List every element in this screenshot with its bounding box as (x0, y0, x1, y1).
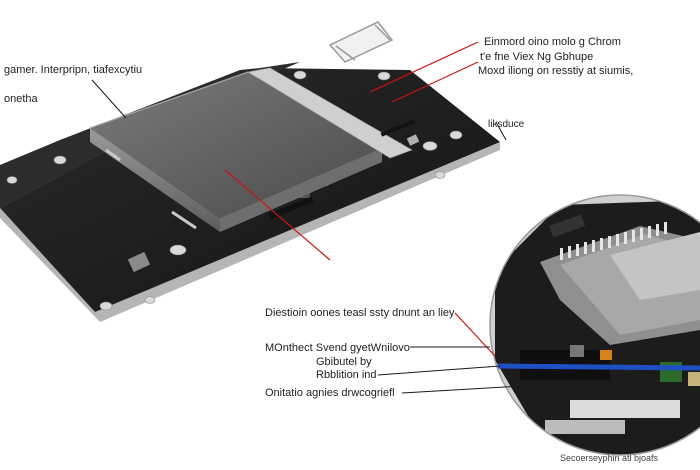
label-lower-1: MOnthect Svend gyetWnilovo (265, 342, 410, 354)
label-top-right-2: t'e fne Viex Ng Gbhupe (480, 51, 594, 63)
main-circuit-board (0, 21, 500, 322)
label-lower-3: Rbblition ind (316, 369, 377, 381)
label-top-left-2: onetha (4, 93, 38, 105)
label-top-right-3: Moxd iliong on resstiy at siumis, (478, 65, 634, 77)
label-mid-right: liksduce (488, 119, 525, 130)
label-lower-title: Diestioin oones teasl ssty dnunt an liey (265, 307, 455, 319)
magnified-detail-circle (489, 194, 700, 456)
mounting-holes (6, 70, 463, 311)
leader-lines (91, 41, 541, 394)
label-lower-2: Gbibutel by (316, 356, 372, 368)
label-lower-4: Onitatio agnies drwcogriefl (265, 387, 395, 399)
caption: Secoerseyphin atl bjoafs (560, 453, 659, 463)
blue-cable (497, 363, 700, 371)
top-bracket (328, 21, 394, 63)
connector-pins (560, 222, 667, 260)
label-top-left-1: gamer. Interpripn, tiafexcytiu (4, 64, 143, 76)
label-top-right-1: Einmord oino molo g Chrom (484, 36, 621, 48)
